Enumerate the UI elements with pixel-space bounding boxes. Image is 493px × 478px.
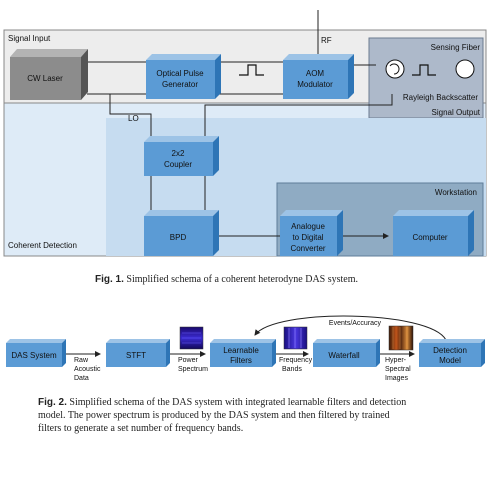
learnable-filters-label-1: Learnable	[223, 346, 259, 355]
power-spectrum-thumbnail-lines	[182, 332, 201, 344]
stft-block: STFT	[106, 339, 170, 367]
detection-model-block: Detection Model	[419, 339, 485, 367]
frequency-bands-label-1: Frequency	[279, 357, 313, 364]
aom-label-2: Modulator	[297, 80, 333, 89]
adc-block: Analogue to Digital Converter	[280, 210, 343, 256]
fiber-spool-icon	[455, 59, 475, 79]
backscatter-pulse-icon	[412, 64, 436, 76]
events-accuracy-label: Events/Accuracy	[329, 320, 382, 327]
power-spectrum-label-1: Power	[178, 357, 199, 364]
coupler-label-2: Coupler	[164, 160, 192, 169]
raw-data-label-3: Data	[74, 375, 89, 382]
signal-output-label: Signal Output	[432, 108, 481, 117]
hyperspectral-label-3: Images	[385, 375, 408, 382]
pulse-icon	[239, 64, 264, 76]
detection-model-label-1: Detection	[433, 346, 467, 355]
fig1-caption-text: Simplified schema of a coherent heterody…	[126, 274, 359, 285]
power-spectrum-label-2: Spectrum	[178, 366, 208, 373]
bpd-block: BPD	[144, 210, 219, 256]
coherent-detection-label: Coherent Detection	[8, 241, 77, 250]
learnable-filters-block: Learnable Filters	[210, 339, 276, 367]
computer-block: Computer	[393, 210, 474, 256]
fig1-diagram: Signal Input RF Sensing Fiber Rayleigh B…	[3, 10, 487, 257]
pulse-generator-block: Optical Pulse Generator	[146, 54, 221, 99]
coupler-block: 2x2 Coupler	[144, 136, 219, 176]
circulator-arrow-icon	[389, 63, 400, 75]
coupler-label-1: 2x2	[172, 149, 185, 158]
fig2-caption-line2: model. The power spectrum is produced by…	[38, 410, 390, 421]
fig2-caption-line3: filters to generate a set number of freq…	[38, 423, 244, 434]
cw-laser-block: CW Laser	[10, 49, 88, 100]
adc-label-2: to Digital	[292, 233, 323, 242]
fig1-caption: Fig. 1. Simplified schema of a coherent …	[95, 274, 358, 285]
fig1-caption-label: Fig. 1.	[95, 274, 124, 285]
fig2-caption-label: Fig. 2.	[38, 397, 67, 408]
waterfall-label: Waterfall	[328, 351, 359, 360]
stft-label: STFT	[126, 351, 146, 360]
adc-label-3: Converter	[290, 244, 325, 253]
hyperspectral-label-1: Hyper-	[385, 357, 407, 364]
rayleigh-label: Rayleigh Backscatter	[403, 93, 478, 102]
aom-block: AOM Modulator	[283, 54, 354, 99]
events-accuracy-arc	[254, 315, 447, 341]
das-system-block: DAS System	[6, 339, 66, 367]
computer-label: Computer	[412, 233, 447, 242]
signal-input-label: Signal Input	[8, 34, 51, 43]
bpd-label: BPD	[170, 233, 187, 242]
hyperspectral-thumbnail	[388, 325, 414, 351]
aom-label-1: AOM	[306, 69, 325, 78]
fig2-caption: Fig. 2. Simplified schema of the DAS sys…	[38, 396, 478, 435]
fig2-caption-line1: Simplified schema of the DAS system with…	[69, 397, 407, 408]
hyperspectral-label-2: Spectral	[385, 366, 411, 373]
circulator-icon	[385, 59, 405, 79]
pulse-generator-label-2: Generator	[162, 80, 198, 89]
adc-label-1: Analogue	[291, 222, 325, 231]
raw-data-label-1: Raw	[74, 357, 89, 364]
frequency-bands-thumbnail	[283, 326, 308, 350]
lo-label: LO	[128, 114, 139, 123]
frequency-bands-label-2: Bands	[282, 366, 302, 373]
detection-model-label-2: Model	[439, 356, 461, 365]
sensing-fiber-label: Sensing Fiber	[431, 43, 481, 52]
das-system-label: DAS System	[11, 351, 57, 360]
workstation-label: Workstation	[435, 188, 477, 197]
fig2-diagram: Events/Accuracy DAS System STFT	[6, 315, 485, 382]
pulse-generator-label-1: Optical Pulse	[156, 69, 204, 78]
frequency-bands-thumbnail-lines	[288, 328, 302, 348]
raw-data-label-2: Acoustic	[74, 366, 101, 373]
learnable-filters-label-2: Filters	[230, 356, 252, 365]
hyperspectral-thumbnail-lines	[392, 327, 408, 349]
rf-label: RF	[321, 36, 332, 45]
cw-laser-label: CW Laser	[27, 74, 63, 83]
waterfall-block: Waterfall	[313, 339, 380, 367]
